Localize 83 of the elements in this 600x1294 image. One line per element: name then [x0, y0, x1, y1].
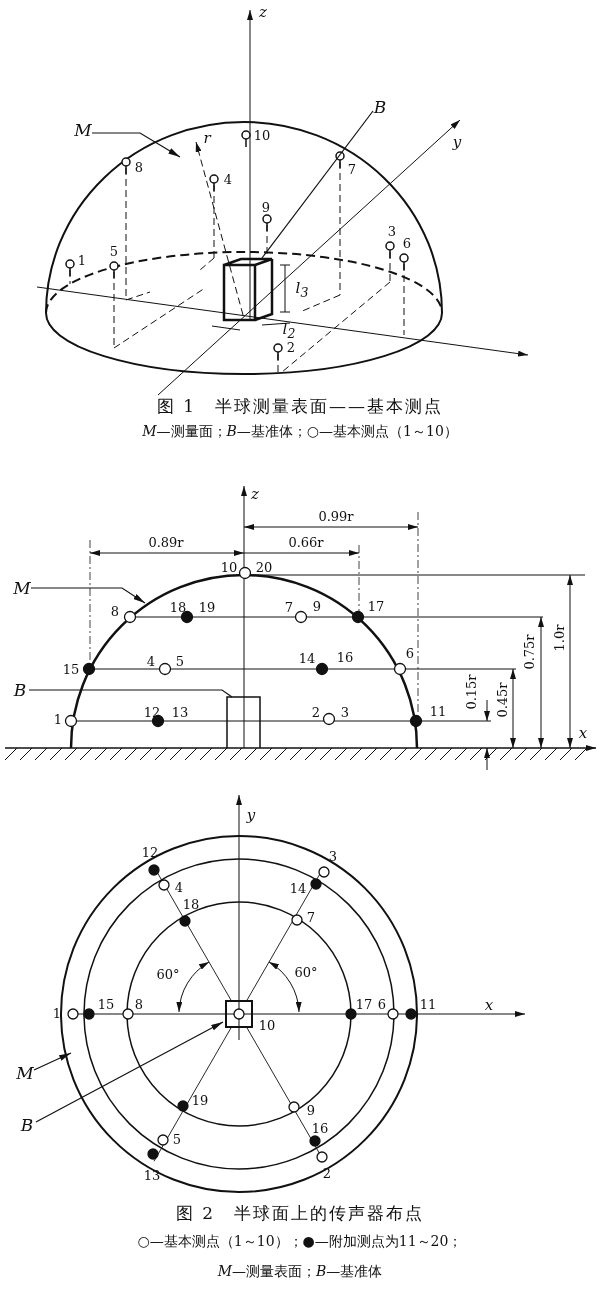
point-number: 16 [311, 1121, 329, 1137]
leader-line [261, 110, 374, 259]
leader-line [30, 587, 146, 604]
axis-label: l$_{2}$ [282, 321, 296, 341]
point-number: 7 [284, 600, 294, 616]
point-number: 6 [402, 236, 412, 252]
point-number: 15 [62, 662, 80, 678]
callout-letter: M [13, 578, 31, 598]
point-number: 3 [328, 849, 338, 865]
callout-letter: B [20, 1115, 34, 1135]
caption-note: M—测量表面；B—基准体 [217, 1264, 383, 1280]
point-number: 11 [429, 704, 447, 720]
point-number: 11 [419, 997, 437, 1013]
callout-letter: M [74, 120, 92, 140]
point-number: 5 [109, 244, 119, 260]
dimension-label: 0.75r [522, 634, 538, 670]
caption-note: ○—基本测点（1～10）；●—附加测点为11～20； [137, 1234, 463, 1250]
dimension-label: 0.89r [148, 535, 184, 551]
point-number: 13 [171, 705, 189, 721]
dimension-label: 1.0r [552, 624, 568, 652]
point-number: 8 [134, 997, 144, 1013]
point-number: 18 [182, 897, 200, 913]
point-number: 7 [347, 162, 357, 178]
point-number: 19 [198, 600, 216, 616]
leader-line [28, 689, 233, 698]
axis-label: y [246, 806, 256, 824]
point-number: 9 [306, 1103, 316, 1119]
point-number: 9 [261, 200, 271, 216]
point-number: 60° [294, 965, 318, 981]
axis-label: y [452, 133, 462, 151]
point-number: 1 [53, 712, 63, 728]
point-number: 3 [340, 705, 350, 721]
caption-note: M—测量面；B—基准体；○—基本测点（1～10） [142, 424, 458, 440]
point-number: 5 [172, 1132, 182, 1148]
leader-line [35, 1021, 224, 1123]
point-number: 8 [110, 604, 120, 620]
point-number: 6 [405, 646, 415, 662]
point-number: 1 [52, 1006, 62, 1022]
point-number: 20 [255, 560, 273, 576]
callout-letter: B [373, 97, 387, 117]
axis-label: l$_{3}$ [295, 280, 309, 300]
point-number: 4 [174, 880, 184, 896]
axis-label: z [251, 485, 259, 503]
point-number: 9 [312, 599, 322, 615]
leader-line [33, 1052, 72, 1071]
point-number: 1 [77, 253, 87, 269]
callout-letter: B [13, 680, 27, 700]
point-number: 8 [134, 160, 144, 176]
point-number: 7 [306, 910, 316, 926]
point-number: 5 [175, 654, 185, 670]
point-number: 10 [253, 128, 271, 144]
point-number: 12 [141, 845, 159, 861]
axis-label: x [484, 996, 494, 1014]
point-number: 2 [311, 705, 321, 721]
point-number: 2 [286, 340, 296, 356]
point-number: 4 [223, 172, 233, 188]
point-number: 4 [146, 654, 156, 670]
point-number: 19 [191, 1093, 209, 1109]
axis-label: x [578, 724, 588, 742]
dimension-label: 0.99r [318, 509, 354, 525]
point-number: 14 [289, 881, 307, 897]
dimension-label: 0.45r [495, 682, 511, 718]
axis-label: z [259, 3, 267, 21]
point-number: 18 [169, 600, 187, 616]
point-number: 14 [298, 651, 316, 667]
point-number: 60° [156, 967, 180, 983]
point-number: 10 [258, 1018, 276, 1034]
point-number: 2 [322, 1166, 332, 1182]
point-number: 3 [387, 224, 397, 240]
dimension-label: 0.66r [288, 535, 324, 551]
callout-letter: M [16, 1063, 34, 1083]
point-number: 16 [336, 650, 354, 666]
point-number: 15 [97, 997, 115, 1013]
point-number: 17 [355, 997, 373, 1013]
leader-line [91, 132, 181, 158]
axis-label: r [203, 129, 211, 147]
figure-caption: 图 1 半球测量表面——基本测点 [156, 396, 444, 416]
point-number: 17 [367, 599, 385, 615]
dimension-label: 0.15r [464, 674, 480, 710]
point-number: 10 [220, 560, 238, 576]
figure-caption: 图 2 半球面上的传声器布点 [175, 1203, 425, 1223]
point-number: 6 [377, 997, 387, 1013]
point-number: 13 [143, 1168, 161, 1184]
